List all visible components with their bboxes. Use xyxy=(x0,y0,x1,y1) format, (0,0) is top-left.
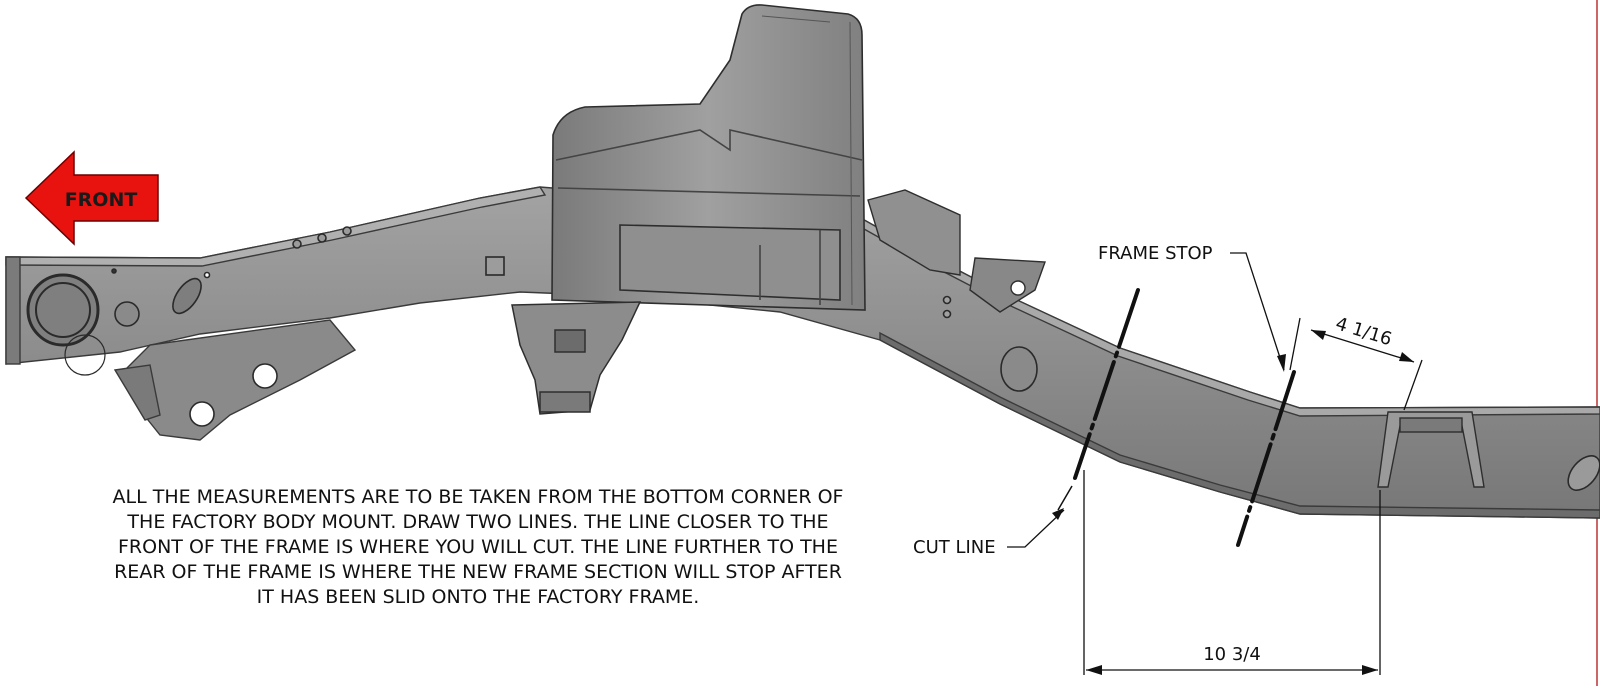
shock-tower xyxy=(551,4,866,311)
note-line: REAR OF THE FRAME IS WHERE THE NEW FRAME… xyxy=(114,561,842,583)
front-arrow: FRONT xyxy=(24,150,159,246)
front-label: FRONT xyxy=(65,189,138,211)
dimension-4-1-16: 4 1/16 xyxy=(1289,313,1423,411)
dimension-label-10-3-4: 10 3/4 xyxy=(1203,644,1261,665)
cut-line xyxy=(1057,288,1140,511)
cut-line-callout: CUT LINE xyxy=(913,508,1065,558)
note-line: IT HAS BEEN SLID ONTO THE FACTORY FRAME. xyxy=(256,586,700,608)
front-bracket xyxy=(113,319,357,441)
control-arm-mount xyxy=(867,189,1046,313)
cut-line-label: CUT LINE xyxy=(913,537,996,558)
rear-crossmember xyxy=(1377,411,1485,488)
dimension-10-3-4: 10 3/4 xyxy=(1083,470,1381,675)
dimension-label-4-1-16: 4 1/16 xyxy=(1333,313,1394,350)
note-line: FRONT OF THE FRAME IS WHERE YOU WILL CUT… xyxy=(118,536,838,558)
note-line: THE FACTORY BODY MOUNT. DRAW TWO LINES. … xyxy=(127,511,829,533)
frame-stop-callout: FRAME STOP xyxy=(1098,243,1286,372)
instruction-note: ALL THE MEASUREMENTS ARE TO BE TAKEN FRO… xyxy=(98,485,858,610)
note-line: ALL THE MEASUREMENTS ARE TO BE TAKEN FRO… xyxy=(112,486,844,508)
frame-stop-label: FRAME STOP xyxy=(1098,243,1213,264)
frame-stop-line xyxy=(1236,370,1296,547)
spring-perch xyxy=(511,301,642,415)
frame-holes xyxy=(26,226,1600,491)
